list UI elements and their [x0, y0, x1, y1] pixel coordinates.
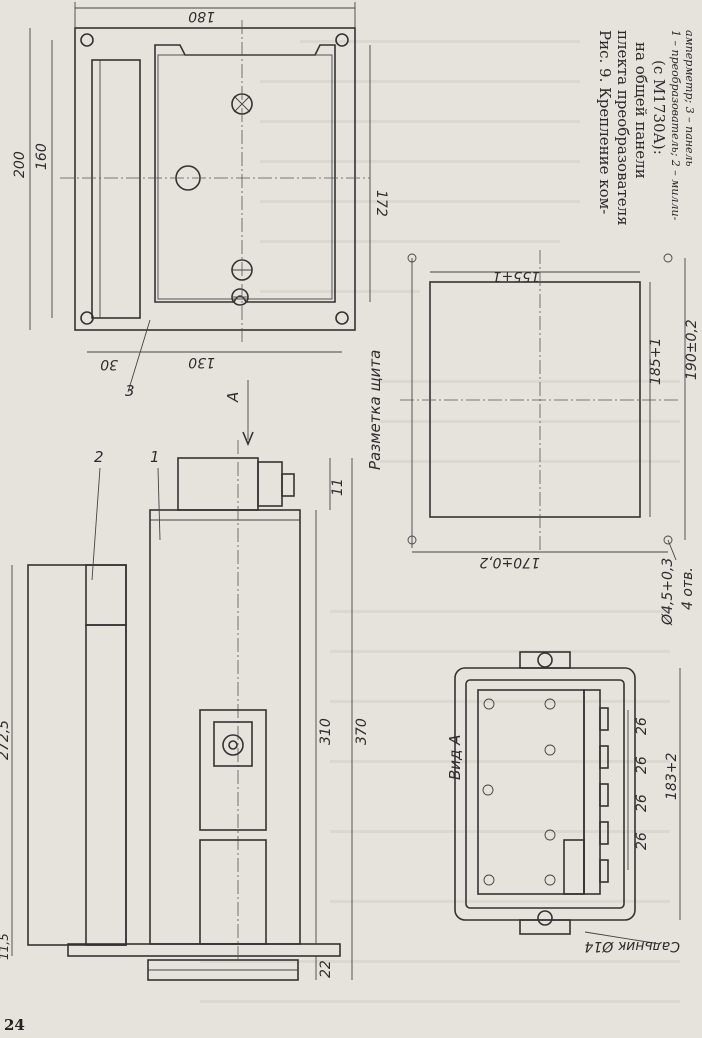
dim-26-2: 26	[634, 756, 650, 774]
dim-190: 190±0,2	[684, 319, 700, 380]
dim-26-3: 26	[634, 794, 650, 812]
dim-11: 11	[330, 478, 346, 496]
arrow-a-label: A	[224, 392, 242, 403]
dim-310: 310	[318, 718, 334, 745]
panel-marking-title: Разметка щита	[366, 350, 384, 470]
dim-26-4: 26	[634, 832, 650, 850]
dim-180: 180	[188, 8, 215, 24]
dim-183: 183+2	[664, 753, 680, 800]
dim-30: 30	[100, 356, 118, 372]
side-view	[11, 380, 353, 981]
caption-legend-1: 1 – преобразователь; 2 – милли-	[669, 30, 682, 221]
dim-272-5: 272,5	[0, 720, 12, 760]
page-texture	[200, 40, 680, 1003]
dim-11-5: 11,5	[0, 933, 11, 960]
dim-160: 160	[34, 143, 50, 170]
caption-line-3: на общей панели	[632, 42, 650, 179]
dim-155: 155+1	[493, 268, 540, 284]
caption-line-1: Рис. 9. Крепление ком-	[596, 30, 614, 214]
panel-marking	[400, 250, 686, 561]
view-a	[454, 651, 681, 945]
callout-3: 3	[125, 382, 135, 400]
dim-26-1: 26	[634, 717, 650, 735]
dim-170: 170±0,2	[479, 554, 540, 570]
caption-line-2: плекта преобразователя	[614, 30, 632, 226]
hole-count: 4 отв.	[680, 567, 696, 610]
dim-22: 22	[318, 960, 334, 978]
page-number: 24	[4, 1016, 25, 1034]
dim-200: 200	[12, 151, 28, 178]
top-view	[29, 2, 371, 393]
dim-185: 185+1	[648, 338, 664, 385]
dim-172: 172	[373, 190, 389, 217]
hole-diameter: Ø4,5+0,3	[660, 558, 676, 626]
dim-130: 130	[188, 354, 215, 370]
callout-1: 1	[150, 448, 160, 466]
caption-legend-2: амперметр; 3 – панель	[683, 30, 696, 167]
caption-line-4: (с М1730А):	[650, 60, 668, 155]
view-a-title: Вид А	[446, 735, 464, 780]
dim-370: 370	[354, 718, 370, 745]
figure-caption: Рис. 9. Крепление ком- плекта преобразов…	[596, 30, 696, 226]
callout-2: 2	[94, 448, 104, 466]
gland-label: Сальник Ø14	[584, 938, 680, 954]
